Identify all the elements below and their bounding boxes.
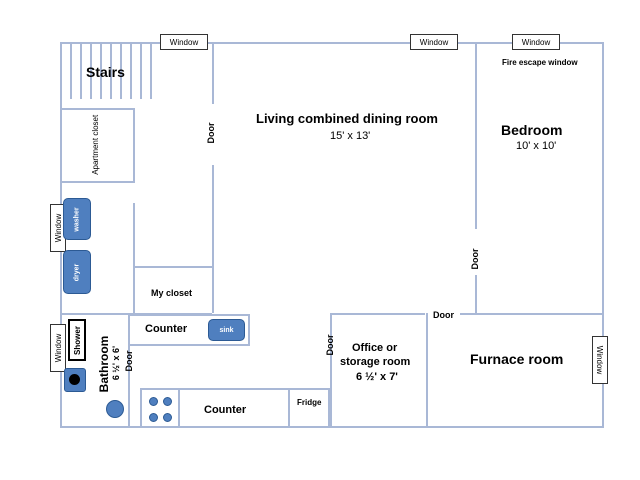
- washer-label: washer: [73, 206, 81, 232]
- office-line2: storage room: [340, 356, 411, 368]
- fridge-left-wall: [288, 388, 290, 428]
- closet-right-wall: [133, 108, 135, 183]
- door-living-left: Door: [206, 122, 216, 144]
- washer: washer: [63, 198, 91, 240]
- office-size: 6 ½' x 7': [356, 371, 398, 383]
- bathroom-sink-icon: [106, 400, 124, 418]
- closet-top-wall: [62, 108, 134, 110]
- furnace-room-label: Furnace room: [470, 351, 564, 367]
- outer-wall-right: [602, 42, 604, 428]
- counter-bottom-label: Counter: [204, 404, 247, 416]
- office-top-wall: [330, 313, 425, 315]
- stair-tread: [120, 44, 122, 99]
- bathroom-name: Bathroom: [97, 335, 111, 393]
- toilet-icon: [64, 368, 86, 392]
- fire-escape-label: Fire escape window: [502, 58, 578, 67]
- sink: sink: [208, 319, 245, 341]
- shower-label: Shower: [72, 325, 82, 355]
- my-closet-top-wall: [133, 266, 213, 268]
- outer-wall-top: [60, 42, 604, 44]
- dryer-label: dryer: [73, 263, 81, 281]
- window-top-left: Window: [160, 34, 208, 50]
- bedroom-left-wall-lower: [475, 275, 477, 315]
- living-left-wall-lower: [212, 165, 214, 313]
- stair-tread: [110, 44, 112, 99]
- bedroom-name: Bedroom: [501, 122, 563, 138]
- stair-tread: [100, 44, 102, 99]
- office-left-wall: [330, 313, 332, 427]
- bedroom-left-wall-upper: [475, 44, 477, 229]
- counter-top-label: Counter: [145, 323, 188, 335]
- stove-burner-icon: [149, 413, 158, 422]
- office-right-wall: [426, 313, 428, 427]
- stove-burner-icon: [149, 397, 158, 406]
- shower: Shower: [68, 319, 86, 361]
- window-top-right: Window: [512, 34, 560, 50]
- door-bathroom: Door: [124, 350, 134, 372]
- door-office: Door: [325, 334, 335, 356]
- outer-wall-bottom: [60, 426, 604, 428]
- stove-burner-icon: [163, 397, 172, 406]
- door-furnace: Door: [433, 310, 454, 320]
- living-left-wall-upper: [212, 44, 214, 104]
- living-room-name: Living combined dining room: [256, 111, 438, 126]
- stair-tread: [150, 44, 152, 99]
- my-closet-label: My closet: [151, 288, 193, 298]
- stair-tread: [90, 44, 92, 99]
- dryer: dryer: [63, 250, 91, 294]
- window-left-lower: Window: [50, 324, 66, 372]
- stove-burner-icon: [163, 413, 172, 422]
- counter-top-outline: [128, 314, 250, 346]
- living-room-size: 15' x 13': [330, 130, 371, 142]
- fridge-label: Fridge: [297, 398, 322, 407]
- bathroom-size: 6 ½' x 6': [111, 345, 121, 381]
- office-line1: Office or: [352, 342, 398, 354]
- window-top-middle: Window: [410, 34, 458, 50]
- stair-tread: [140, 44, 142, 99]
- apartment-closet-label: Apartment closet: [91, 114, 101, 175]
- door-bedroom: Door: [470, 248, 480, 270]
- stair-tread: [70, 44, 72, 99]
- hall-right-wall: [133, 203, 135, 313]
- counter-divider: [178, 390, 180, 428]
- bedroom-size: 10' x 10': [516, 140, 557, 152]
- stair-tread: [80, 44, 82, 99]
- stairs-label: Stairs: [86, 64, 125, 80]
- counter-bottom-outline: [140, 388, 330, 428]
- closet-bottom-wall: [62, 181, 135, 183]
- furnace-top-wall: [460, 313, 603, 315]
- stair-tread: [130, 44, 132, 99]
- bathroom-right-wall: [128, 313, 130, 427]
- window-right: Window: [592, 336, 608, 384]
